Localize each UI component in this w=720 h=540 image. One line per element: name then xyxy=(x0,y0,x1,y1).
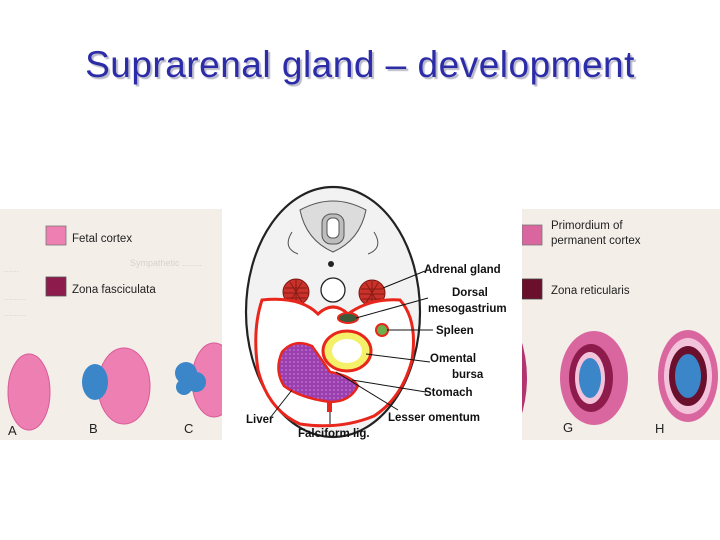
dorsal-mesogastrium xyxy=(337,312,359,324)
label-omental: Omental xyxy=(430,353,476,365)
label-dorsal: Dorsal xyxy=(452,287,488,299)
stage-label-c: C xyxy=(184,421,193,436)
stage-h-medulla xyxy=(675,354,701,398)
svg-text:......: ...... xyxy=(4,264,19,274)
svg-text:.........: ......... xyxy=(4,292,27,302)
stage-label-a: A xyxy=(8,423,17,438)
legend-zona-fasciculata: Zona fasciculata xyxy=(72,284,156,296)
label-falciform: Falciform lig. xyxy=(298,428,370,440)
adrenal-gland-right xyxy=(358,279,386,307)
legend-zona-reticularis: Zona reticularis xyxy=(551,285,630,297)
legend-fetal-cortex: Fetal cortex xyxy=(72,233,132,245)
zona-reticularis-swatch xyxy=(521,278,543,300)
center-panel: Adrenal gland Dorsal mesogastrium Spleen… xyxy=(222,184,522,452)
svg-text:Sympathetic ........: Sympathetic ........ xyxy=(130,258,202,268)
label-lesser-omentum: Lesser omentum xyxy=(388,412,480,424)
slide-title: Suprarenal gland – development xyxy=(85,44,635,85)
falciform-ligament xyxy=(327,402,332,412)
label-stomach: Stomach xyxy=(424,387,473,399)
inferior-vena-cava xyxy=(320,277,346,303)
label-bursa: bursa xyxy=(452,369,484,381)
fetal-cortex-swatch xyxy=(45,225,67,246)
stage-label-h: H xyxy=(655,421,664,436)
stage-a-gland xyxy=(7,353,51,431)
vertebra xyxy=(287,200,379,255)
label-mesogastrium: mesogastrium xyxy=(428,303,507,315)
legend-primordium-line2: permanent cortex xyxy=(551,235,641,247)
stage-c-medulla-3 xyxy=(176,379,192,395)
zona-fasciculata-swatch xyxy=(45,276,67,297)
label-liver: Liver xyxy=(246,414,274,426)
stomach-lumen xyxy=(332,339,362,363)
right-panel: Primordium of permanent cortex Zona reti… xyxy=(520,209,720,440)
label-adrenal-gland: Adrenal gland xyxy=(424,264,501,276)
legend-primordium-line1: Primordium of xyxy=(551,220,623,232)
stage-b-medulla xyxy=(82,364,108,400)
label-spleen: Spleen xyxy=(436,325,474,337)
aorta-dot xyxy=(328,261,334,267)
leader-lines xyxy=(269,270,433,424)
primordium-swatch xyxy=(521,224,543,246)
stage-label-g: G xyxy=(563,420,573,435)
stage-label-b: B xyxy=(89,421,98,436)
left-panel: Fetal cortex Zona fasciculata ...... Sym… xyxy=(0,209,237,440)
stage-g-medulla xyxy=(579,358,601,398)
spleen xyxy=(375,323,389,337)
svg-text:.........: ......... xyxy=(4,308,27,318)
